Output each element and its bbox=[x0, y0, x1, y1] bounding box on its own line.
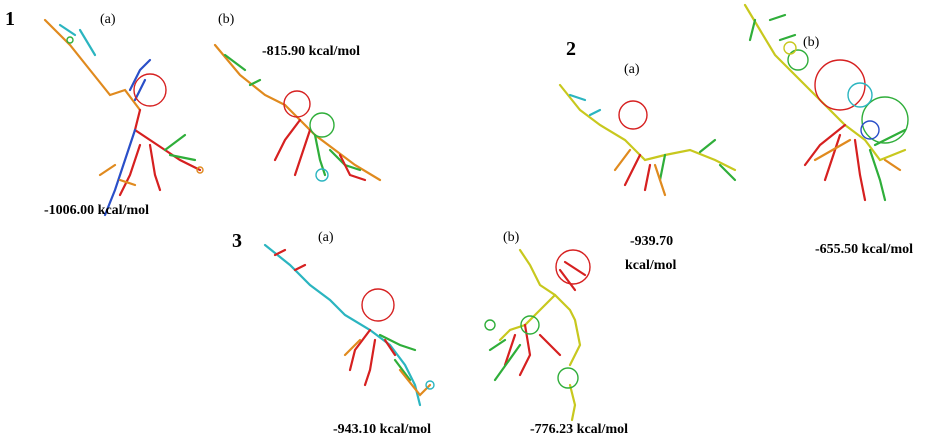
panel-1-number: 1 bbox=[5, 8, 15, 30]
structure-3a bbox=[263, 243, 435, 407]
panel-2b-energy: -655.50 kcal/mol bbox=[815, 242, 913, 257]
panel-2a-energy-unit: kcal/mol bbox=[625, 258, 677, 273]
panel-3b-label: (b) bbox=[503, 230, 520, 245]
panel-3b-energy: -776.23 kcal/mol bbox=[530, 422, 628, 437]
panel-2-number: 2 bbox=[566, 38, 576, 60]
panel-1b-energy: -815.90 kcal/mol bbox=[262, 44, 360, 59]
panel-2a-energy-value: -939.70 bbox=[630, 234, 674, 249]
structure-1b bbox=[213, 43, 382, 182]
panel-3a-label: (a) bbox=[318, 230, 334, 245]
structure-2a bbox=[558, 83, 737, 197]
panel-2a-label: (a) bbox=[624, 62, 640, 77]
structure-1a bbox=[43, 18, 204, 217]
panel-3a-energy: -943.10 kcal/mol bbox=[333, 422, 431, 437]
structure-3b bbox=[484, 248, 591, 422]
structure-2b bbox=[743, 3, 909, 202]
panel-3-number: 3 bbox=[232, 230, 242, 252]
panel-1a-label: (a) bbox=[100, 12, 116, 27]
panel-1b-label: (b) bbox=[218, 12, 235, 27]
panel-2b-label: (b) bbox=[803, 35, 820, 50]
panel-1a-energy: -1006.00 kcal/mol bbox=[44, 203, 149, 218]
